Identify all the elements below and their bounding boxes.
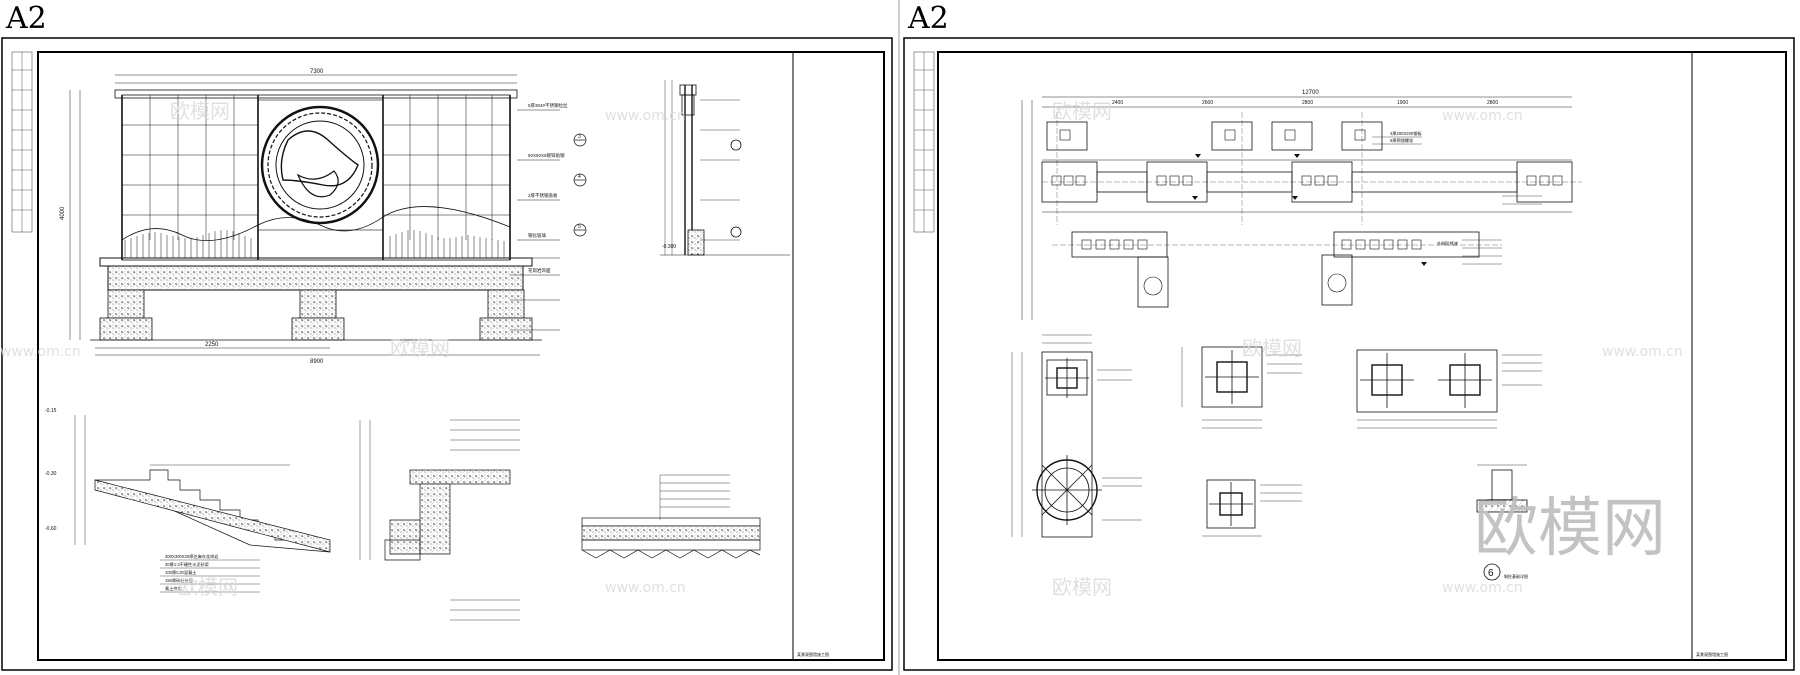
paving-section (581, 474, 761, 559)
plan-dimensions (1021, 96, 1572, 320)
watermark-logo-r2: 欧模网 (1242, 336, 1302, 360)
outer-frame-right (903, 37, 1795, 671)
watermark-url-2: www.om.cn (0, 344, 81, 360)
stair-note-4: 150厚碎石垫层 (165, 577, 193, 584)
detail-square-plate (1181, 346, 1302, 537)
detail-6-note: 钢柱基础详图 (1504, 573, 1528, 579)
watermark-url-r3: www.om.cn (1442, 580, 1523, 596)
watermark-logo-3: 欧模网 (178, 575, 238, 599)
detail-footing-tall (1011, 334, 1142, 538)
watermark-logo-large: 欧模网 (1474, 492, 1666, 566)
watermark-logo-r3: 欧模网 (1052, 575, 1112, 599)
title-block-text-left: 某景观围墙施工图 (797, 651, 829, 657)
stair-leaders (160, 559, 260, 593)
watermark-url-r2: www.om.cn (1602, 344, 1683, 360)
detail-double-plate (1356, 349, 1542, 429)
wall-elevation (90, 89, 542, 341)
title-block-text-right: 某景观围墙施工图 (1696, 651, 1728, 657)
level-triangles (1192, 154, 1427, 266)
outer-frame-left (1, 37, 893, 671)
plan-dim-3: 2800 (1302, 100, 1313, 106)
right-sheet: A2 12700 2400 (902, 0, 1800, 675)
dim-total-top: 7300 (310, 69, 324, 75)
plan-note-2: 6厚预埋螺栓 (1390, 137, 1414, 144)
plan-note-3: 外刷防锈漆 (1437, 240, 1458, 247)
section-mark-3: 3 (578, 134, 581, 140)
section-markers (573, 133, 587, 237)
elev-note-4: 钢化玻璃 (528, 232, 546, 239)
plan-leaders (1372, 136, 1542, 265)
sheet-label-right: A2 (908, 1, 949, 36)
level-mark-stair-2: -0.30 (45, 471, 57, 477)
watermark-url-r1: www.om.cn (1442, 108, 1523, 124)
right-drawing-canvas: 12700 2400 2600 2800 1900 2800 (903, 37, 1795, 671)
plan-dim-1: 2400 (1112, 100, 1123, 106)
plan-dim-total: 12700 (1302, 90, 1319, 96)
wall-side-section (660, 80, 790, 256)
dim-height: 4000 (60, 206, 66, 220)
foundation-plan (1041, 112, 1582, 308)
level-mark-stair-3: -0.60 (45, 526, 57, 532)
elev-note-5: 花岗岩饰面 (528, 267, 551, 274)
elev-note-2: 50X50X5镀锌角钢 (528, 152, 565, 159)
plan-dim-5: 2800 (1487, 100, 1498, 106)
stair-section (74, 415, 331, 553)
sheet-label-left: A2 (6, 1, 47, 36)
elev-note-1: 5厚304#不锈钢拉丝 (528, 102, 568, 109)
stair-note-3: 100厚C20混凝土 (165, 569, 196, 576)
watermark-url-1: www.om.cn (605, 108, 686, 124)
dim-base-left: 2250 (205, 342, 219, 348)
elevation-dimensions (69, 74, 540, 356)
watermark-url-3: www.om.cn (605, 580, 686, 596)
stair-note-5: 素土夯实 (165, 585, 182, 592)
section-mark-4: 4 (578, 174, 581, 180)
sheet-divider (898, 0, 900, 675)
drawing-border-left (37, 51, 885, 661)
dim-total-bottom: 8900 (310, 359, 324, 365)
level-mark-side: -0.300 (662, 244, 676, 250)
level-mark-stair: -0.15 (45, 408, 57, 414)
stair-note-1: 300X300X30厚芝麻灰花岗岩 (165, 553, 219, 560)
detail-6-section (1476, 464, 1528, 581)
plan-dim-2: 2600 (1202, 100, 1213, 106)
retaining-section (359, 419, 520, 621)
elevation-leaders (510, 109, 560, 331)
detail-6-number: 6 (1488, 568, 1494, 579)
watermark-logo-2: 欧模网 (390, 336, 450, 360)
drawing-border-right (937, 51, 1787, 661)
plan-dim-4: 1900 (1397, 100, 1408, 106)
stair-note-2: 30厚1:3干硬性水泥砂浆 (165, 561, 210, 568)
watermark-logo-r1: 欧模网 (1052, 99, 1112, 123)
plan-note-1: 4厚200X200钢板 (1390, 130, 1422, 137)
elev-note-3: 2厚不锈钢盖板 (528, 192, 558, 199)
left-sheet: A2 (0, 0, 898, 675)
section-mark-5: 5 (578, 224, 581, 230)
watermark-logo-1: 欧模网 (170, 99, 230, 123)
left-drawing-canvas: 7300 8900 2250 4000 5厚304#不锈钢拉丝 50X50X5镀… (0, 37, 893, 671)
